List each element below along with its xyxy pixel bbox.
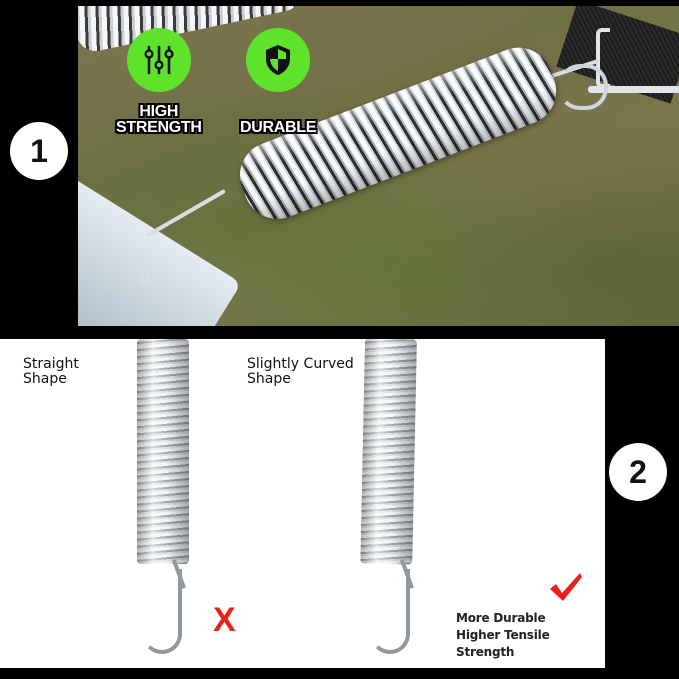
feature-label: HIGH STRENGTH	[116, 104, 202, 136]
benefit-more-durable: More Durable	[456, 611, 546, 625]
spring-hook-left	[146, 189, 226, 238]
label-line1: Straight	[23, 356, 79, 372]
straight-spring-hook	[142, 569, 182, 654]
feature-circle	[126, 28, 191, 92]
feature-label-line1: HIGH	[139, 103, 179, 120]
shape-comparison-panel: Straight Shape Slightly Curved Shape X M…	[0, 339, 605, 668]
feature-durable: DURABLE	[240, 28, 316, 136]
step-badge-1: 1	[10, 122, 68, 180]
spring-hook-right-loop	[558, 64, 608, 110]
label-line2: Shape	[23, 371, 67, 387]
feature-label-line2: STRENGTH	[116, 119, 202, 136]
sliders-icon	[144, 45, 174, 75]
label-line1: Slightly Curved	[247, 356, 354, 372]
x-mark-icon: X	[213, 601, 236, 639]
feature-label-line2: DURABLE	[240, 119, 317, 136]
step-badge-2: 2	[609, 443, 667, 501]
straight-spring-coil	[137, 339, 189, 564]
feature-circle	[246, 28, 311, 92]
benefit-tensile-strength: Higher Tensile Strength	[456, 628, 550, 659]
trampoline-frame-pole	[78, 156, 242, 326]
v-ring-bar	[588, 86, 679, 93]
feature-high-strength: HIGH STRENGTH	[116, 28, 202, 136]
spring-photo: HIGH STRENGTH DURABLE	[78, 6, 679, 326]
curved-shape-label: Slightly Curved Shape	[247, 357, 354, 387]
spring-hook-left-tip	[140, 268, 150, 286]
benefits-text: More Durable Higher Tensile Strength	[456, 610, 605, 661]
straight-shape-label: Straight Shape	[23, 357, 79, 387]
checkmark-icon	[550, 573, 582, 601]
shield-icon	[266, 45, 291, 75]
label-line2: Shape	[247, 371, 291, 387]
curved-spring-hook	[370, 569, 410, 654]
feature-label: DURABLE	[240, 120, 316, 136]
curved-spring-coil	[360, 339, 417, 565]
